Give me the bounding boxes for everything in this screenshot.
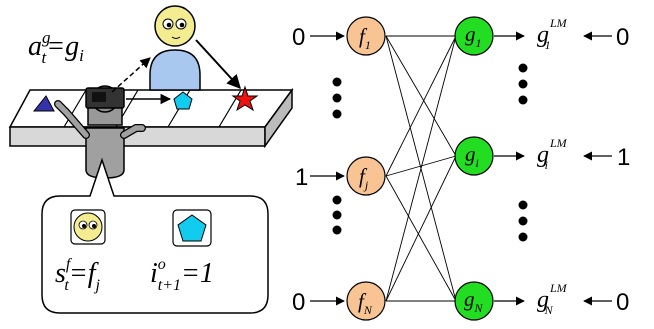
f-node-1: f1 (346, 16, 386, 56)
svg-text:f1: f1 (359, 24, 371, 52)
speech-bubble (41, 157, 269, 314)
input-row-N: 0 (292, 289, 345, 316)
input-value: 0 (292, 24, 305, 51)
svg-text:gi: gi (465, 142, 479, 170)
robot-figure (54, 85, 146, 179)
star-object (231, 85, 259, 112)
input-value: 0 (292, 289, 305, 316)
output-value: 1 (617, 144, 630, 171)
g-node-1: g1 (454, 16, 494, 56)
g-node-N: gN (454, 281, 494, 321)
svg-text:fN: fN (358, 289, 373, 317)
g-node-i: gi (454, 136, 494, 176)
triangle-object (32, 95, 55, 112)
input-row-1: 0 (292, 24, 345, 51)
robot-to-human-arrow (111, 57, 151, 93)
table (8, 87, 294, 149)
pentagon-icon (172, 209, 212, 247)
svg-text:fj: fj (359, 164, 369, 192)
output-value: 0 (616, 24, 629, 51)
input-value: 1 (295, 164, 308, 191)
output-value: 0 (616, 289, 629, 316)
human-face-icon (70, 209, 106, 245)
human-figure (149, 5, 201, 91)
pentagon-object (173, 91, 193, 110)
human-to-star-arrow (195, 39, 241, 90)
svg-text:gN: gN (464, 287, 484, 315)
ellipsis-dots (332, 63, 528, 242)
svg-text:g1: g1 (465, 22, 482, 50)
f-node-N: fN (346, 281, 386, 321)
f-node-j: fj (346, 156, 386, 196)
connections (385, 35, 457, 302)
input-row-j: 1 (295, 164, 345, 191)
neural-network: 0 1 0 f1 fj fN g1 gi (292, 16, 630, 321)
